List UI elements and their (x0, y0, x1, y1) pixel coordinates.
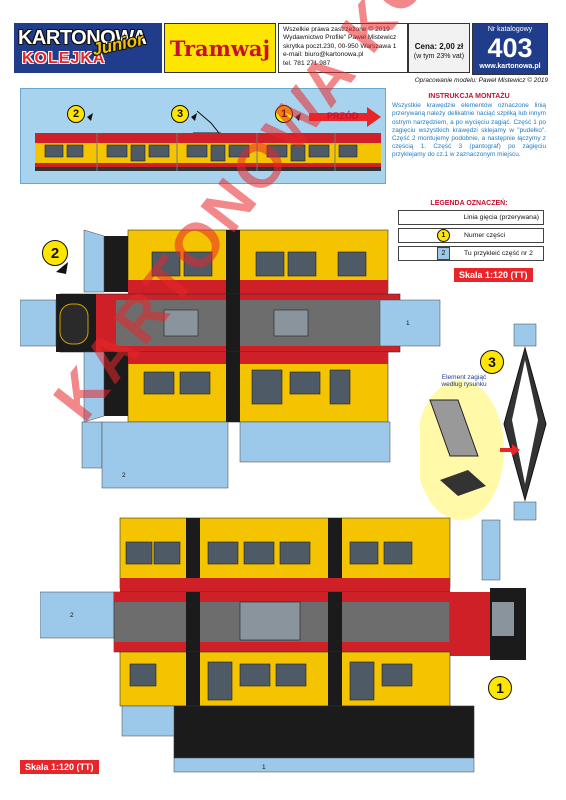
info-line: e-mail: biuro@kartonowa.pl (283, 51, 364, 59)
price-box: Cena: 2,00 zł (w tym 23% vat) (408, 23, 470, 73)
catalog-box: Nr katalogowy 403 www.kartonowa.pl (472, 23, 548, 75)
legend-part-symbol: 1 (437, 229, 450, 242)
part-1-cutout (40, 517, 526, 773)
pantograph-drawing (420, 323, 547, 521)
part-label-3: 3 (171, 105, 189, 123)
legend-glue-label: Tu przykleić część nr 2 (464, 250, 533, 257)
legend-part-label: Numer części (464, 232, 506, 239)
info-line: Wydawnictwo Profile" Paweł Mistewicz (283, 34, 397, 42)
legend-glue: 2 Tu przykleić część nr 2 (398, 246, 544, 261)
price: Cena: 2,00 zł (414, 42, 464, 51)
website: www.kartonowa.pl (479, 63, 541, 70)
tab-label: 1 (406, 320, 410, 327)
part-2-cutout (20, 229, 441, 489)
instructions-text: Wszystkie krawędzie elementów oznaczone … (392, 102, 546, 159)
logo-bottom-text: KOLEJKA (22, 50, 106, 67)
assembly-instructions: INSTRUKCJA MONTAŻU Wszystkie krawędzie e… (392, 93, 546, 160)
part-label-2: 2 (67, 105, 85, 123)
part-2-marker: 2 (42, 240, 68, 266)
legend-part-number: 1 Numer części (398, 228, 544, 243)
legend-fold-line: Linia gięcia (przerywana) (398, 210, 544, 225)
catalog-number: 403 (487, 33, 533, 63)
kartonowa-logo: KARTONOWA KOLEJKA Junior (14, 23, 162, 73)
info-line: skrytka poczt.230, 00-950 Warszawa 1 (283, 42, 397, 50)
logo-top-text: KARTONOWA (18, 27, 147, 49)
info-line: tel. 781 271 987 (283, 59, 331, 67)
tram-preview-panel: 2 3 1 (20, 88, 386, 184)
part-1-marker: 1 (488, 676, 512, 700)
catalog-label: Nr katalogowy (487, 26, 533, 33)
part-3-marker: 3 (480, 350, 504, 374)
direction-label: PRZÓD (327, 111, 359, 121)
pointer-arrow-icon (56, 262, 68, 274)
info-line: Wszelkie prawa zastrzeżone © 2019 (283, 26, 390, 33)
price-vat: (w tym 23% vat) (413, 53, 465, 60)
legend-fold-label: Linia gięcia (przerywana) (463, 214, 539, 221)
model-credit: Opracowanie modelu: Paweł Mistewicz © 20… (414, 77, 548, 84)
legend-title: LEGENDA OZNACZEŃ: (430, 200, 508, 207)
model-title: Tramwaj (164, 23, 276, 73)
tab-label: 1 (262, 764, 266, 771)
legend-glue-symbol: 2 (437, 247, 450, 260)
tab-label: 2 (122, 472, 126, 479)
scale-label-top: Skala 1:120 (TT) (454, 268, 533, 282)
publisher-info: Wszelkie prawa zastrzeżone © 2019 Wydawn… (278, 23, 408, 73)
fold-note: Element zagiąć według rysunku (441, 374, 487, 388)
part-label-1: 1 (275, 105, 293, 123)
tab-label: 2 (70, 612, 74, 619)
instructions-title: INSTRUKCJA MONTAŻU (428, 93, 510, 100)
scale-label-bottom: Skala 1:120 (TT) (20, 760, 99, 774)
tram-preview-drawing (35, 107, 381, 171)
